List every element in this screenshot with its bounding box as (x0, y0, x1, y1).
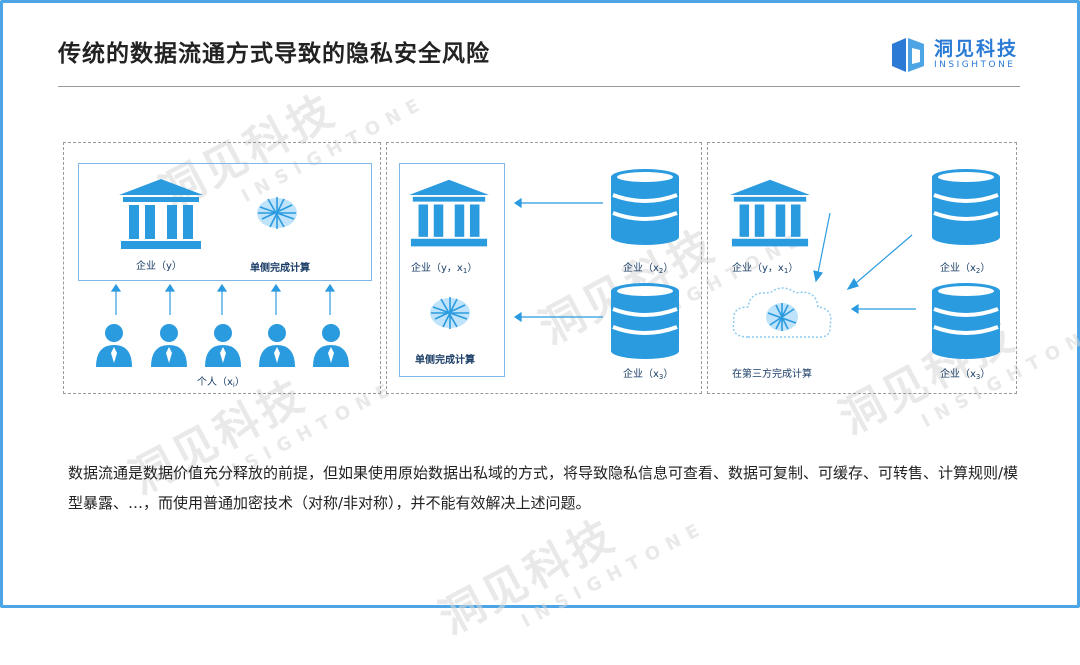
persons-label: 个人（xi） (197, 377, 245, 389)
bank-icon (730, 179, 810, 247)
upload-arrows (110, 283, 336, 315)
database-icon (611, 169, 679, 245)
transfer-arrows (813, 212, 916, 315)
enterprise-label: 企业（y，x1） (411, 263, 478, 275)
enterprise-box (399, 163, 505, 377)
company-logo: 洞见科技 INSIGHTONE (888, 34, 1028, 82)
panel-third-party: 企业（y，x1） 在第三方完成计算 企业（x2） 企业（x3） (707, 142, 1017, 394)
person-icons (96, 324, 349, 367)
logo-tagline: INSIGHTONE (934, 60, 1016, 70)
database-icon (611, 283, 679, 359)
compute-label: 单侧完成计算 (250, 263, 310, 274)
slide-caption: 数据流通是数据价值充分释放的前提，但如果使用原始数据出私域的方式，将导致隐私信息… (68, 464, 1019, 512)
enterprise-label: 企业（y，x1） (732, 263, 799, 275)
transfer-arrows (513, 197, 603, 323)
compute-mesh-icon (430, 297, 470, 329)
compute-label: 单侧完成计算 (415, 355, 475, 366)
bank-icon (119, 179, 203, 249)
database-label: 企业（x2） (940, 263, 991, 275)
compute-label: 在第三方完成计算 (732, 369, 812, 380)
bank-icon (409, 179, 489, 247)
compute-mesh-icon (257, 197, 297, 229)
database-label: 企业（x3） (940, 369, 991, 381)
database-icon (932, 169, 1000, 245)
database-label: 企业（x3） (623, 369, 674, 381)
slide-title: 传统的数据流通方式导致的隐私安全风险 (58, 41, 490, 67)
title-divider (58, 86, 1020, 87)
database-label: 企业（x2） (623, 263, 674, 275)
logo-mark-icon (892, 38, 924, 72)
slide-frame (0, 0, 1080, 608)
panel-single-side-persons: 企业（y） 单侧完成计算 个人（xi） (63, 142, 381, 394)
database-icon (932, 283, 1000, 359)
cloud-compute-icon (732, 287, 832, 338)
enterprise-box (78, 163, 372, 281)
logo-name: 洞见科技 (934, 38, 1019, 60)
enterprise-label: 企业（y） (136, 261, 182, 272)
panel-single-side-enterprises: 企业（y，x1） 单侧完成计算 企业（x2） 企业（x3） (386, 142, 702, 394)
